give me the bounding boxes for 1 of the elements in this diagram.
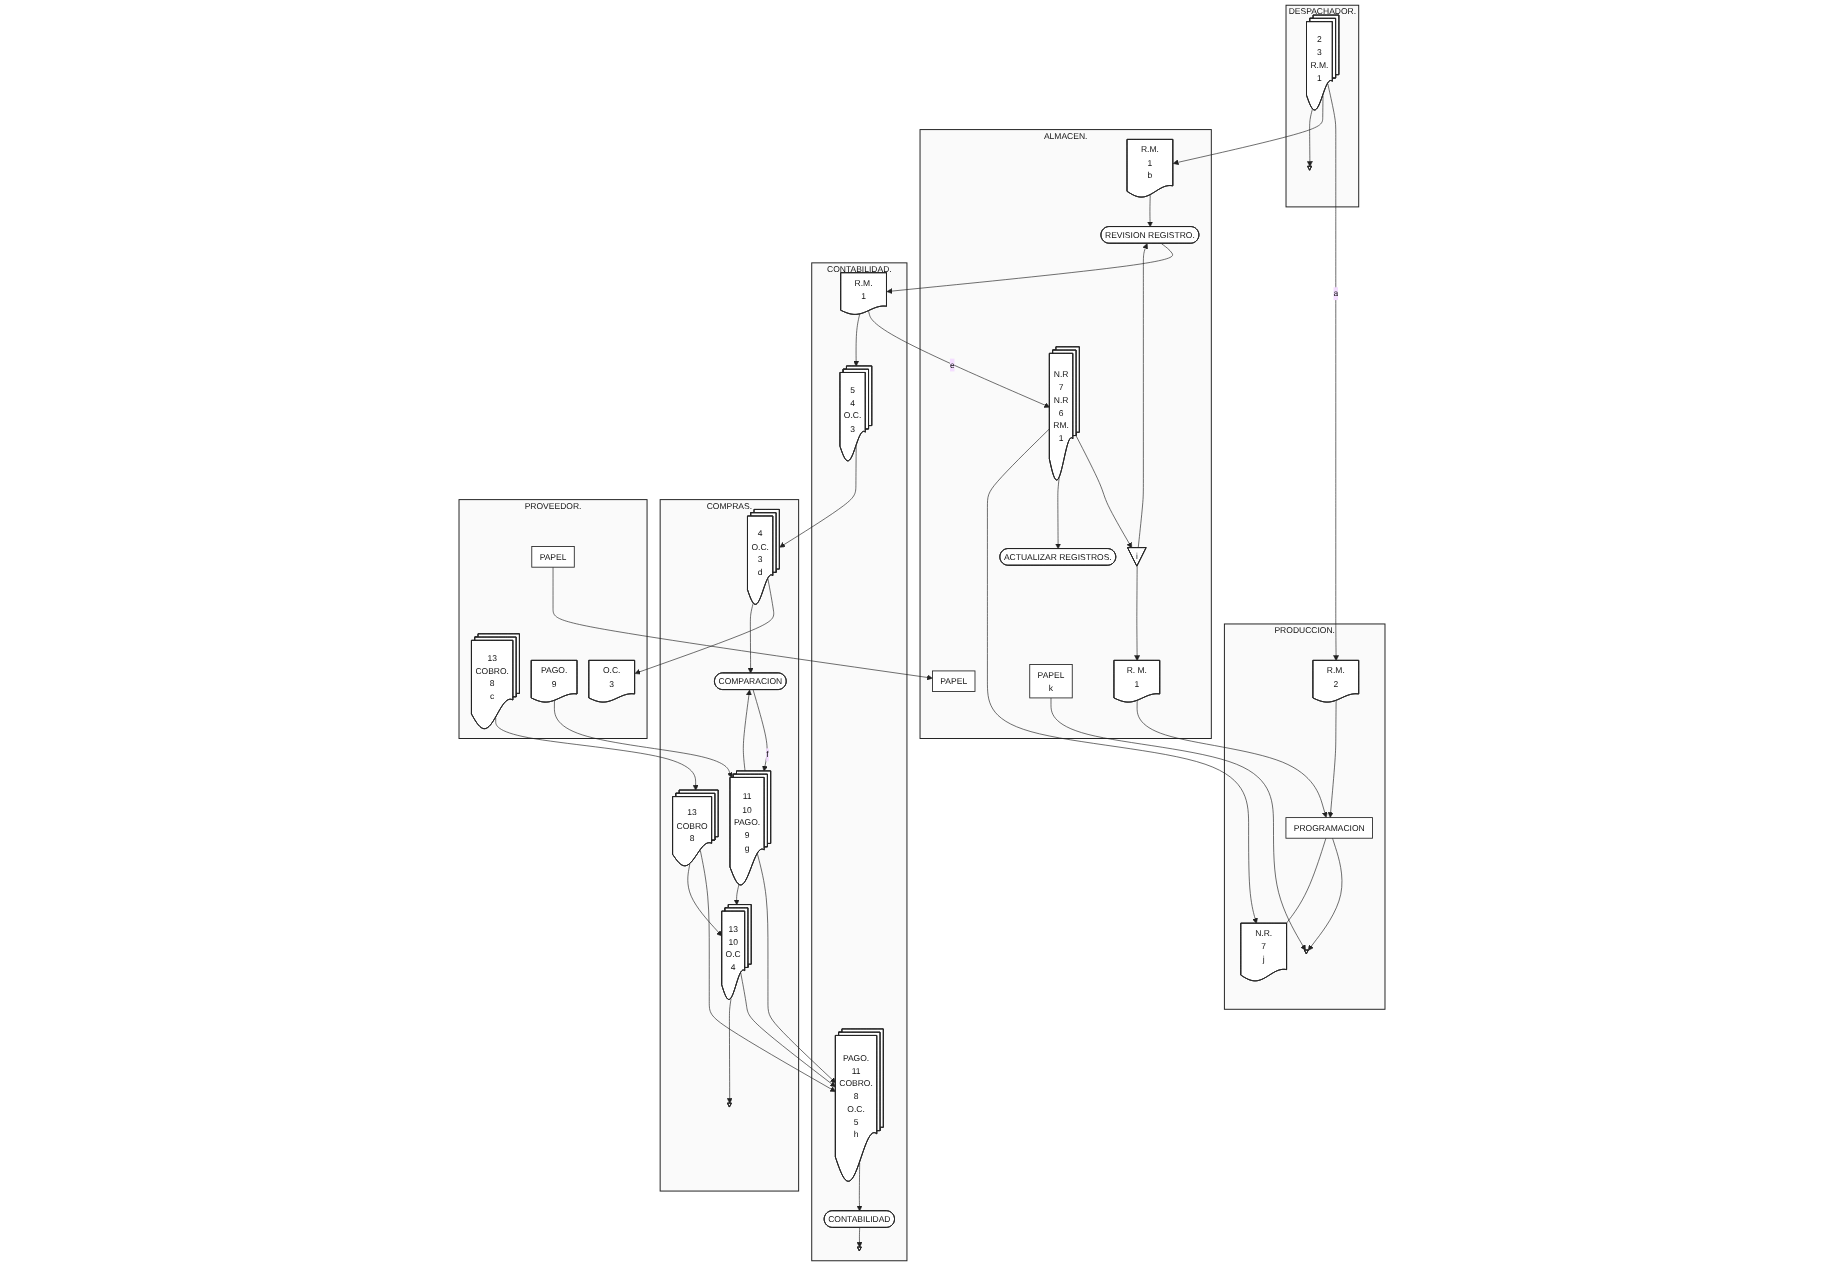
connector <box>1285 837 1327 924</box>
